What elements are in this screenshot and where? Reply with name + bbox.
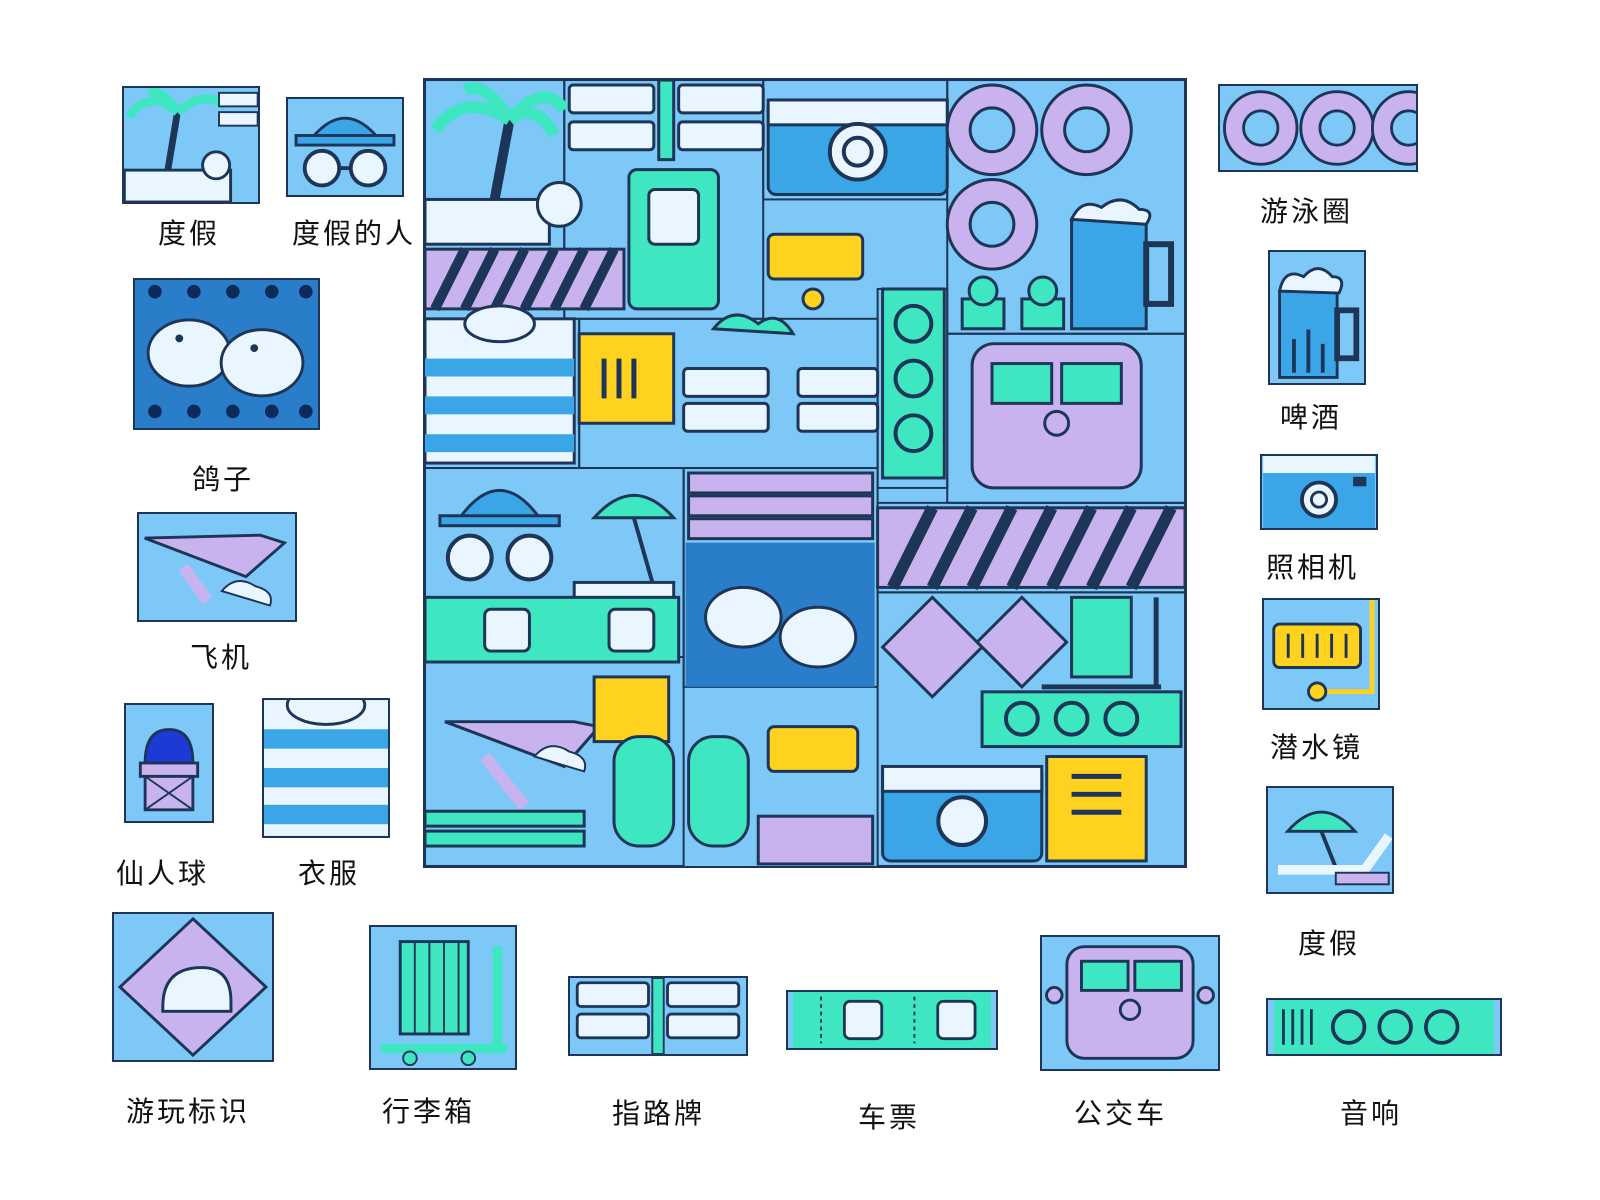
pattern-collage	[423, 78, 1187, 868]
striped-shirt-icon	[425, 304, 576, 465]
tile-airplane	[137, 512, 297, 622]
airplane-icon	[444, 720, 602, 810]
beer-icon	[1069, 198, 1175, 331]
camera-icon	[1263, 456, 1375, 528]
cactus-icon	[960, 275, 1066, 331]
luggage-icon	[380, 940, 508, 1067]
signpost-icon	[567, 80, 765, 162]
ticket-icon	[425, 595, 681, 664]
label-speaker: 音响	[1340, 1097, 1403, 1130]
beer-icon	[1277, 267, 1360, 379]
tile-beer	[1268, 250, 1366, 385]
label-vacation-palm: 度假	[158, 217, 221, 250]
tile-diving-goggles	[1262, 598, 1380, 710]
tile-pigeon	[133, 278, 320, 430]
label-bus: 公交车	[1074, 1097, 1168, 1130]
label-clothes: 衣服	[298, 857, 361, 890]
striped-shirt-icon	[264, 700, 388, 836]
speaker-icon	[1274, 1000, 1494, 1054]
airplane-icon	[144, 533, 288, 607]
luggage-tag-icon	[627, 168, 720, 311]
goggles-icon	[1272, 600, 1375, 702]
label-beer: 啤酒	[1280, 401, 1343, 434]
label-vacation-umbrella: 度假	[1298, 927, 1361, 960]
beach-umbrella-icon	[1278, 810, 1392, 886]
stripe-band-icon	[425, 246, 626, 312]
tile-signpost	[568, 976, 748, 1056]
tile-clothes	[262, 698, 390, 838]
tile-luggage	[369, 925, 517, 1070]
tile-vacationer	[286, 97, 404, 197]
tile-vacation-umbrella	[1266, 786, 1394, 894]
tile-speaker	[1266, 998, 1502, 1056]
elephant-sign-icon	[117, 916, 269, 1058]
swim-ring-icon	[1223, 90, 1416, 166]
label-cactus: 仙人球	[116, 857, 210, 890]
label-pigeon: 鸽子	[192, 463, 255, 496]
label-swim-ring: 游泳圈	[1260, 195, 1354, 228]
tile-attraction-sign	[112, 912, 274, 1062]
cactus-icon	[138, 728, 200, 812]
pigeon-icon	[146, 284, 313, 419]
label-vacationer: 度假的人	[292, 217, 417, 250]
pigeon-icon	[685, 542, 875, 687]
palm-tree-icon	[425, 82, 583, 246]
label-camera: 照相机	[1266, 551, 1360, 584]
speaker-icon	[881, 287, 946, 480]
label-ticket: 车票	[858, 1101, 921, 1134]
luggage-icon	[1041, 595, 1162, 690]
sunhat-glasses-icon	[294, 116, 396, 188]
tile-bus	[1040, 935, 1220, 1071]
collage-illustration	[425, 80, 1185, 866]
label-signpost: 指路牌	[612, 1097, 706, 1130]
ticket-icon	[793, 992, 991, 1048]
signpost-icon	[575, 978, 741, 1054]
tile-vacation-palm	[122, 86, 260, 204]
label-airplane: 飞机	[190, 641, 253, 674]
camera-icon	[766, 98, 949, 196]
pointing-hand-icon	[577, 332, 676, 425]
goggles-icon	[766, 232, 865, 311]
tile-ticket	[786, 990, 998, 1050]
sunhat-glasses-icon	[438, 489, 561, 582]
label-attraction-sign: 游玩标识	[126, 1095, 251, 1128]
tile-swim-ring	[1218, 84, 1418, 172]
swim-ring-icon	[945, 83, 1133, 271]
beach-umbrella-icon	[572, 494, 678, 604]
tile-camera	[1260, 454, 1378, 530]
elephant-sign-icon	[880, 595, 1069, 699]
van-icon	[970, 342, 1143, 490]
tile-cactus	[124, 703, 214, 823]
label-luggage: 行李箱	[382, 1095, 476, 1128]
palm-tree-icon	[124, 88, 258, 202]
label-diving-goggles: 潜水镜	[1270, 731, 1364, 764]
van-icon	[1045, 945, 1215, 1060]
